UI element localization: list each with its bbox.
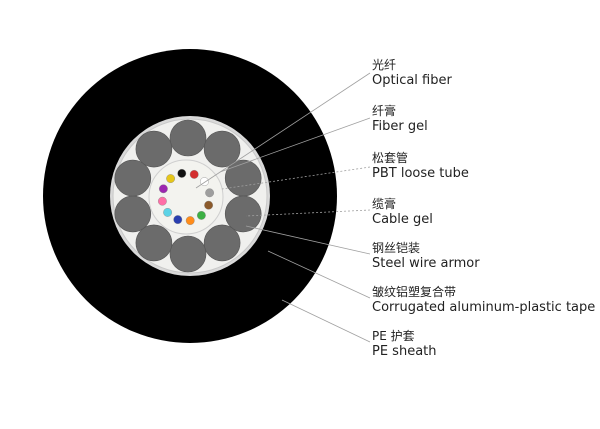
label-corrugated-tape: 皱纹铝塑复合带 Corrugated aluminum-plastic tape [372, 285, 596, 315]
leader-line [221, 166, 371, 190]
optical-fiber [166, 174, 176, 184]
leader-line [245, 225, 371, 255]
label-fiber-gel: 纤膏 Fiber gel [372, 104, 428, 134]
leader-line [245, 209, 371, 217]
optical-fiber [205, 188, 215, 198]
optical-fiber [177, 168, 187, 178]
optical-fibers [157, 168, 215, 226]
steel-wire [114, 159, 152, 197]
steel-wire [224, 195, 262, 233]
steel-wire [203, 224, 241, 262]
optical-fiber [173, 215, 183, 225]
leader-line [195, 72, 371, 189]
label-steel-wire-armor: 钢丝铠装 Steel wire armor [372, 241, 480, 271]
optical-fiber [189, 169, 199, 179]
optical-fiber [163, 207, 173, 217]
label-cable-gel: 缆膏 Cable gel [372, 197, 433, 227]
leader-line [281, 299, 371, 343]
steel-wire [135, 224, 173, 262]
optical-fiber [185, 216, 195, 226]
label-optical-fiber: 光纤 Optical fiber [372, 58, 452, 88]
steel-wire [135, 130, 173, 168]
optical-fiber [158, 184, 168, 194]
steel-wire [114, 195, 152, 233]
leader-line [267, 250, 371, 299]
steel-wire [203, 130, 241, 168]
steel-wire [169, 119, 207, 157]
optical-fiber [196, 210, 206, 220]
leader-line [219, 117, 371, 173]
optical-fiber [157, 196, 167, 206]
steel-wire [169, 235, 207, 273]
leader-lines [195, 72, 371, 343]
label-pe-sheath: PE 护套 PE sheath [372, 329, 437, 359]
pbt-loose-tube [148, 159, 224, 235]
label-pbt-loose-tube: 松套管 PBT loose tube [372, 151, 469, 181]
optical-fiber [204, 200, 214, 210]
